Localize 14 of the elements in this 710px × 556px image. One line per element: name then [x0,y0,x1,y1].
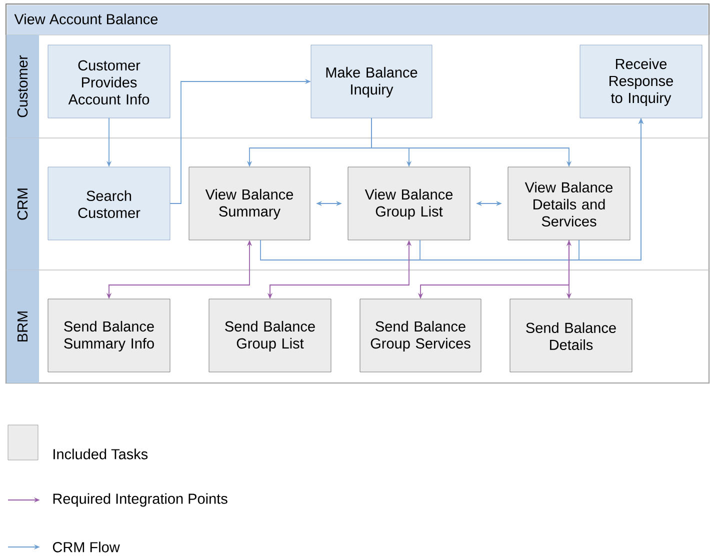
legend-label: CRM Flow [52,542,120,552]
task-box: Search Customer [48,166,170,240]
task-box: Send Balance Summary Info [48,298,170,372]
task-box: Customer Provides Account Info [48,44,170,118]
task-box: Send Balance Group List [208,298,332,372]
task-box: Send Balance Details [510,298,632,372]
legend-label: Required Integration Points [53,493,228,507]
task-box: Make Balance Inquiry [310,44,432,118]
legend-label: Included Tasks [54,448,148,460]
task-box: View Balance Summary [188,166,310,240]
task-box: Send Balance Group Services [360,298,482,372]
task-box: View Balance Group List [348,166,470,240]
task-box: Receive Response to Inquiry [580,44,702,118]
task-box: View Balance Details and Services [508,166,630,240]
